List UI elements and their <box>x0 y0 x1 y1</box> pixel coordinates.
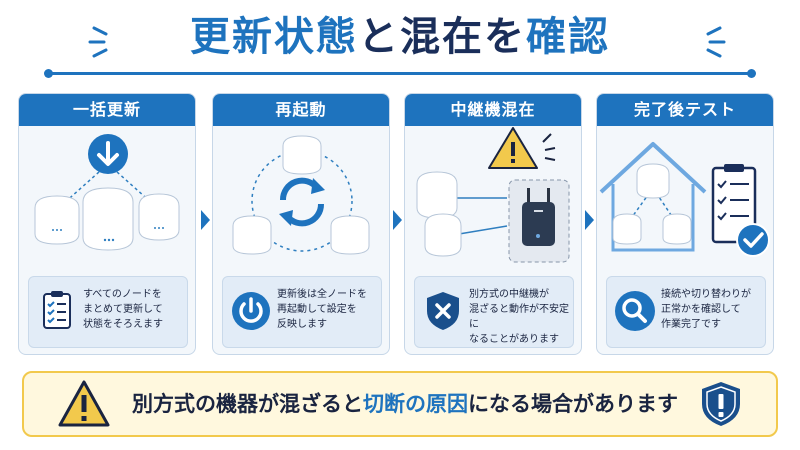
card-note-text: 別方式の中継機が 混ざると動作が不安定に なることがあります <box>469 289 569 345</box>
restart-cycle-icon <box>279 177 325 227</box>
banner-message: 別方式の機器が混ざると切断の原因になる場合があります <box>132 373 692 435</box>
card-post-test: 完了後テスト <box>596 93 774 355</box>
title-part3: 混在 <box>400 14 484 60</box>
card-note-text: 更新後は全ノードを 再起動して設定を 反映します <box>277 289 367 330</box>
range-extender-icon <box>522 188 555 246</box>
magnifier-icon <box>615 291 655 331</box>
mesh-node-icon <box>232 215 272 255</box>
banner-text-before: 別方式の機器が混ざると <box>132 392 363 416</box>
mesh-node-icon <box>416 171 458 219</box>
mesh-node-icon <box>424 213 462 257</box>
card-illustration <box>232 135 370 255</box>
card-note: 別方式の中継機が 混ざると動作が不安定に なることがあります <box>414 276 574 348</box>
checklist-icon <box>43 291 71 329</box>
mesh-node-icon <box>282 135 322 175</box>
chevron-right-icon <box>393 210 402 230</box>
title-part2: と <box>358 14 400 60</box>
chevron-right-icon <box>585 210 594 230</box>
card-note: 接続や切り替わりが 正常かを確認して 作業完了です <box>606 276 766 348</box>
card-heading: 完了後テスト <box>597 94 773 126</box>
mesh-node-icon <box>34 195 80 245</box>
card-mixed-extender: 中継機混在 別方式の中継機が 混 <box>404 93 582 355</box>
power-icon <box>232 292 270 330</box>
card-note-text: 接続や切り替わりが 正常かを確認して 作業完了です <box>661 289 751 330</box>
mesh-node-icon <box>82 187 134 251</box>
card-heading: 中継機混在 <box>405 94 581 126</box>
card-restart: 再起動 更新後は全ノードを 再起動して設定を 反映します <box>212 93 390 355</box>
card-illustration <box>416 127 570 263</box>
mesh-node-icon <box>612 213 642 245</box>
title-part4: を <box>484 14 526 60</box>
check-badge-icon <box>736 223 770 257</box>
title-divider <box>44 69 756 78</box>
mesh-node-icon <box>330 215 370 255</box>
chevron-right-icon <box>201 210 210 230</box>
card-bulk-update: 一括更新 すべて <box>18 93 196 355</box>
card-note-text: すべてのノードを まとめて更新して 状態をそろえます <box>83 289 163 330</box>
card-illustration <box>599 142 770 257</box>
clipboard-check-icon <box>711 164 757 244</box>
mesh-node-icon <box>662 213 692 245</box>
card-heading: 再起動 <box>213 94 389 126</box>
download-arrow-icon <box>88 134 128 174</box>
card-illustration <box>34 134 180 251</box>
left-sparkle-icon <box>88 26 108 58</box>
title-part1: 更新状態 <box>190 14 358 60</box>
shield-alert-icon <box>702 382 740 426</box>
warning-icon <box>488 127 538 169</box>
card-note: 更新後は全ノードを 再起動して設定を 反映します <box>222 276 382 348</box>
right-sparkle-icon <box>706 26 726 58</box>
title-part5: 確認 <box>526 14 610 60</box>
banner-text-after: になる場合があります <box>468 392 678 416</box>
page-title: 更新状態と混在を確認 <box>0 6 800 76</box>
banner-text-highlight: 切断の原因 <box>363 392 468 416</box>
warning-banner: 別方式の機器が混ざると切断の原因になる場合があります <box>22 371 778 437</box>
card-note: すべてのノードを まとめて更新して 状態をそろえます <box>28 276 188 348</box>
house-icon <box>599 142 707 252</box>
mesh-node-icon <box>636 163 670 199</box>
card-heading: 一括更新 <box>19 94 195 126</box>
warning-icon <box>58 380 110 427</box>
shield-x-icon <box>427 292 459 330</box>
mesh-node-icon <box>138 193 180 241</box>
